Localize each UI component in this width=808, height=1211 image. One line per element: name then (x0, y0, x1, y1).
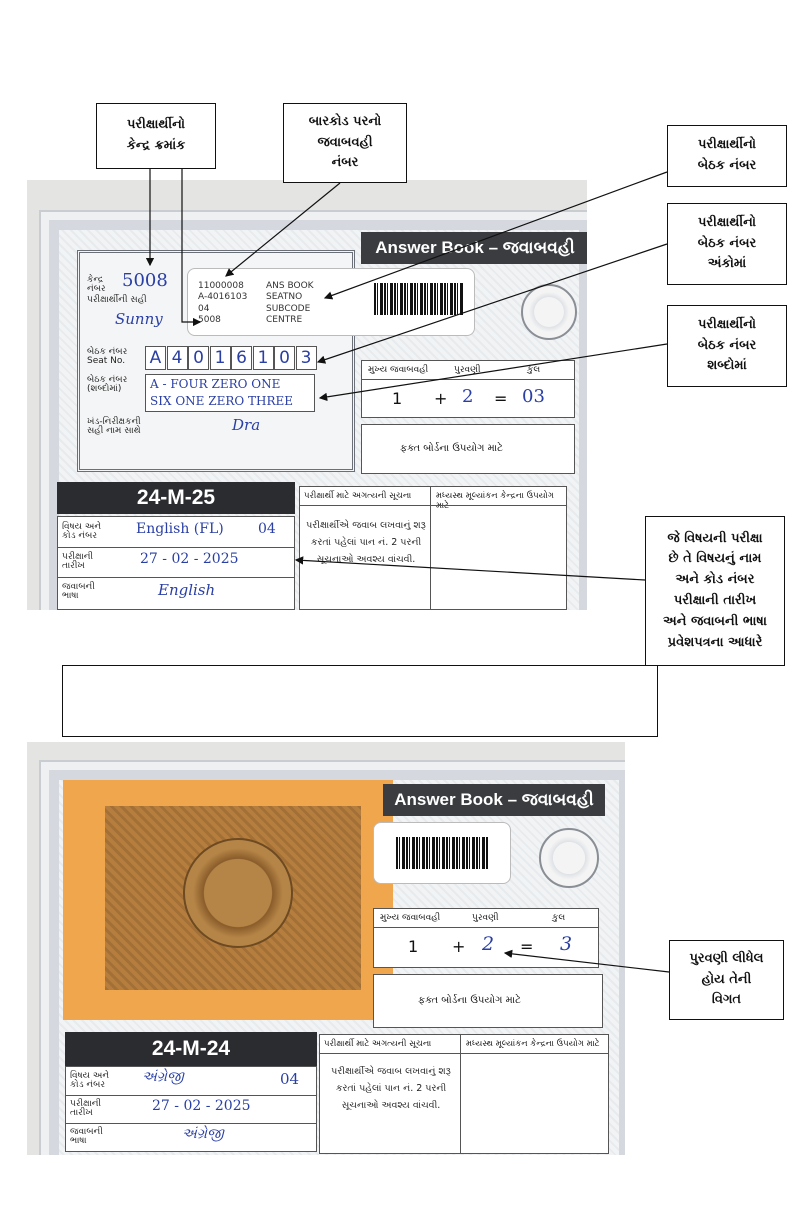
instruction-box (62, 665, 658, 737)
notice-text: પરીક્ષાર્થીએ જવાબ લખવાનું શરૂ કરતાં પહેલ… (306, 520, 426, 566)
count-header-supp: પુરવણી (454, 365, 481, 375)
count-supplement-2: 2 (482, 933, 495, 955)
exam-code-band-2: 24-M-24 (65, 1032, 317, 1066)
sticker-centre-code: 5008 (198, 314, 221, 325)
seat-digit-cell: 4 (166, 346, 188, 370)
subject-code: 04 (258, 521, 276, 537)
answer-book-photo-bottom: Answer Book – જવાબવહી મુખ્ય જવાબવહી પુરવ… (27, 742, 625, 1155)
barcode (374, 283, 464, 315)
book-count-table: મુખ્ય જવાબવહી પુરવણી કુલ 1 + 2 = 03 (361, 360, 575, 418)
instructions-box-2: પરીક્ષાર્થી માટે અગત્યની સૂચના મધ્યસ્થ મ… (319, 1034, 609, 1154)
exam-code-band: 24-M-25 (57, 482, 295, 514)
board-use-box-2: ફક્ત બોર્ડના ઉપયોગ માટે (373, 974, 603, 1028)
subject-name-2: અંગ્રેજી (142, 1069, 184, 1085)
board-use-label: ફક્ત બોર્ડના ઉપયોગ માટે (400, 443, 503, 454)
count-plus-2: + (452, 937, 466, 956)
signature-label: પરીક્ષાર્થીની સહી (87, 295, 147, 305)
seat-digit-cell: 0 (274, 346, 295, 370)
instructions-box: પરીક્ષાર્થી માટે અગત્યની સૂચના મધ્યસ્થ મ… (299, 486, 567, 610)
board-use-label-2: ફક્ત બોર્ડના ઉપયોગ માટે (418, 995, 521, 1006)
count-supplement: 2 (462, 386, 474, 407)
count-header-main: મુખ્ય જવાબવહી (368, 365, 429, 375)
count-total-2: 3 (560, 933, 573, 955)
candidate-signature: Sunny (115, 310, 163, 328)
supervisor-signature: Dra (232, 416, 261, 434)
callout-subject-info: જે વિષયની પરીક્ષા છે તે વિષયનું નામ અને … (645, 516, 785, 666)
board-seal-icon (521, 284, 577, 340)
notice-text-2: પરીક્ષાર્થીએ જવાબ લખવાનું શરૂ કરતાં પહેલ… (331, 1066, 451, 1112)
callout-center-number: પરીક્ષાર્થીનો કેન્દ્ર ક્રમાંક (96, 103, 216, 169)
board-seal-icon-2 (539, 828, 599, 888)
subject-label: વિષય અને કોડ નંબર (62, 522, 102, 542)
sticker-label-seatno: SEATNO (266, 292, 303, 303)
sticker-answer-book-code: 11000008 (198, 281, 244, 291)
subject-code-2: 04 (280, 1070, 300, 1088)
count-equals: = (494, 389, 508, 408)
callout-seat-digits: પરીક્ષાર્થીનો બેઠક નંબર અંકોમાં (667, 203, 787, 285)
date-label-2: પરીક્ષાની તારીખ (70, 1099, 102, 1119)
count-header-main-2: મુખ્ય જવાબવહી (380, 913, 441, 923)
answer-language-2: અંગ્રેજી (182, 1126, 224, 1142)
answer-language: English (158, 581, 216, 599)
seat-digit-cell: 0 (188, 346, 209, 370)
exam-date-2: 27 - 02 - 2025 (152, 1098, 251, 1114)
subject-details-2: વિષય અને કોડ નંબર અંગ્રેજી 04 પરીક્ષાની … (65, 1066, 317, 1152)
answer-book-title: Answer Book – જવાબવહી (361, 232, 587, 264)
khaki-sticker (63, 780, 393, 1020)
notice-header-2: પરીક્ષાર્થી માટે અગત્યની સૂચના (324, 1039, 432, 1049)
date-label: પરીક્ષાની તારીખ (62, 552, 94, 572)
callout-barcode-number: બારકોડ પરનો જવાબવહી નંબર (283, 103, 407, 183)
count-plus: + (434, 389, 448, 408)
callout-seat-number: પરીક્ષાર્થીનો બેઠક નંબર (667, 125, 787, 187)
seat-words-label: બેઠક નંબર (શબ્દોમાં) (87, 375, 128, 395)
count-header-total-2: કુલ (552, 913, 566, 923)
seat-words-box: A - FOUR ZERO ONE SIX ONE ZERO THREE (145, 374, 315, 412)
subject-details: વિષય અને કોડ નંબર English (FL) 04 પરીક્ષ… (57, 516, 295, 610)
callout-seat-words: પરીક્ષાર્થીનો બેઠક નંબર શબ્દોમાં (667, 305, 787, 387)
subject-name: English (FL) (136, 521, 224, 537)
exam-date: 27 - 02 - 2025 (140, 551, 239, 567)
board-emblem-icon (183, 838, 293, 948)
count-main: 1 (392, 389, 403, 408)
evaluation-header: મધ્યસ્થ મૂલ્યાંકન કેન્દ્રના ઉપયોગ માટે (436, 491, 554, 511)
sticker-subject-code: 04 (198, 303, 210, 314)
sticker-label-ans-book: ANS BOOK (266, 281, 314, 291)
answer-book-photo-top: Answer Book – જવાબવહી કેન્દ્ર નંબર 5008 … (27, 180, 587, 610)
language-label-2: જવાબની ભાષા (70, 1127, 103, 1147)
book-count-table-2: મુખ્ય જવાબવહી પુરવણી કુલ 1 + 2 = 3 (373, 908, 599, 968)
subject-label-2: વિષય અને કોડ નંબર (70, 1071, 110, 1091)
sticker-label-subcode: SUBCODE (266, 303, 311, 314)
seat-words-line-2: SIX ONE ZERO THREE (150, 394, 294, 408)
count-total: 03 (522, 386, 545, 407)
sticker-label-centre: CENTRE (266, 314, 303, 325)
count-main-2: 1 (408, 937, 419, 956)
sticker-seat-code: A-4016103 (198, 292, 248, 303)
seat-digit-cell: A (145, 346, 166, 370)
seat-words-line-1: A - FOUR ZERO ONE (150, 377, 281, 391)
seat-digit-cell: 1 (252, 346, 274, 370)
center-label: કેન્દ્ર નંબર (87, 275, 106, 295)
seat-digit-cell: 1 (209, 346, 231, 370)
answer-book-title-2: Answer Book – જવાબવહી (383, 784, 605, 816)
count-equals-2: = (520, 937, 534, 956)
barcode-2 (396, 837, 488, 869)
supervisor-label: ખંડ-નિરીક્ષકની સહી નામ સાથે (87, 417, 141, 437)
evaluation-header-2: મધ્યસ્થ મૂલ્યાંકન કેન્દ્રના ઉપયોગ માટે (466, 1039, 600, 1049)
count-header-supp-2: પુરવણી (472, 913, 499, 923)
callout-supplement-info: પુરવણી લીધેલ હોય તેની વિગત (669, 940, 784, 1020)
seat-no-label: બેઠક નંબર Seat No. (87, 347, 128, 367)
notice-header: પરીક્ષાર્થી માટે અગત્યની સૂચના (304, 491, 412, 501)
seat-digit-cell: 6 (231, 346, 252, 370)
seat-digit-cell: 3 (295, 346, 317, 370)
language-label: જવાબની ભાષા (62, 582, 95, 602)
count-header-total: કુલ (527, 365, 541, 375)
barcode-sticker-2 (373, 822, 511, 884)
center-number: 5008 (122, 270, 168, 291)
board-use-box: ફક્ત બોર્ડના ઉપયોગ માટે (361, 424, 575, 474)
